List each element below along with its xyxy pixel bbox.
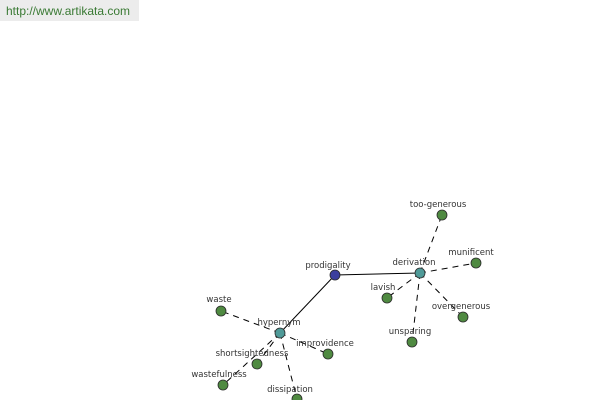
node-dot-munificent[interactable] [470,257,482,269]
node-label-munificent[interactable]: munificent [448,248,494,258]
node-derivation[interactable]: derivation [392,258,436,279]
node-dot-unsparing[interactable] [406,336,418,348]
node-dot-wastefulness[interactable] [217,379,229,391]
node-dot-shortsightedness[interactable] [251,358,263,370]
edges-layer [220,214,477,400]
node-overgenerous[interactable]: overgenerous [432,302,491,323]
node-waste[interactable]: waste [206,295,232,317]
edge-prodigality-derivation [334,272,421,276]
node-label-overgenerous[interactable]: overgenerous [432,302,491,312]
edge-hypernym-dissipation [279,332,298,400]
node-label-derivation[interactable]: derivation [392,258,435,268]
edge-prodigality-hypernym [279,274,336,334]
node-label-shortsightedness[interactable]: shortsightedness [216,349,289,359]
node-improvidence[interactable]: improvidence [296,339,354,360]
node-dot-overgenerous[interactable] [457,311,469,323]
edge-derivation-munificent [419,262,477,274]
node-label-wastefulness[interactable]: wastefulness [191,370,247,380]
node-label-unsparing[interactable]: unsparing [389,327,431,337]
node-dot-dissipation[interactable] [291,393,303,400]
edge-hypernym-wastefulness [222,332,281,386]
node-dot-too-generous[interactable] [436,209,448,221]
node-dot-lavish[interactable] [381,292,393,304]
nodes-layer: prodigality derivation hypernym too-generou… [191,200,494,400]
node-label-too-generous[interactable]: too-generous [410,200,467,210]
node-dot-improvidence[interactable] [322,348,334,360]
node-dissipation[interactable]: dissipation [267,385,313,400]
node-lavish[interactable]: lavish [371,283,396,304]
node-dot-prodigality[interactable] [329,269,341,281]
edge-hypernym-improvidence [279,332,329,355]
node-label-prodigality[interactable]: prodigality [305,261,350,271]
node-dot-waste[interactable] [215,305,227,317]
node-label-lavish[interactable]: lavish [371,283,396,293]
source-link[interactable]: http://www.artikata.com [6,4,131,18]
node-dot-hypernym[interactable] [274,327,286,339]
source-bar: http://www.artikata.com [0,0,139,21]
node-label-dissipation[interactable]: dissipation [267,385,313,395]
node-label-hypernym[interactable]: hypernym [257,318,300,328]
node-label-improvidence[interactable]: improvidence [296,339,354,349]
node-too-generous[interactable]: too-generous [410,200,467,221]
node-wastefulness[interactable]: wastefulness [191,370,247,391]
node-unsparing[interactable]: unsparing [389,327,431,348]
node-label-waste[interactable]: waste [206,295,231,305]
node-prodigality[interactable]: prodigality [305,261,351,281]
edge-derivation-unsparing [411,272,421,343]
node-dot-derivation[interactable] [414,267,426,279]
node-hypernym[interactable]: hypernym [257,318,301,339]
node-munificent[interactable]: munificent [448,248,494,269]
node-shortsightedness[interactable]: shortsightedness [216,349,289,370]
edge-derivation-lavish [386,272,421,299]
